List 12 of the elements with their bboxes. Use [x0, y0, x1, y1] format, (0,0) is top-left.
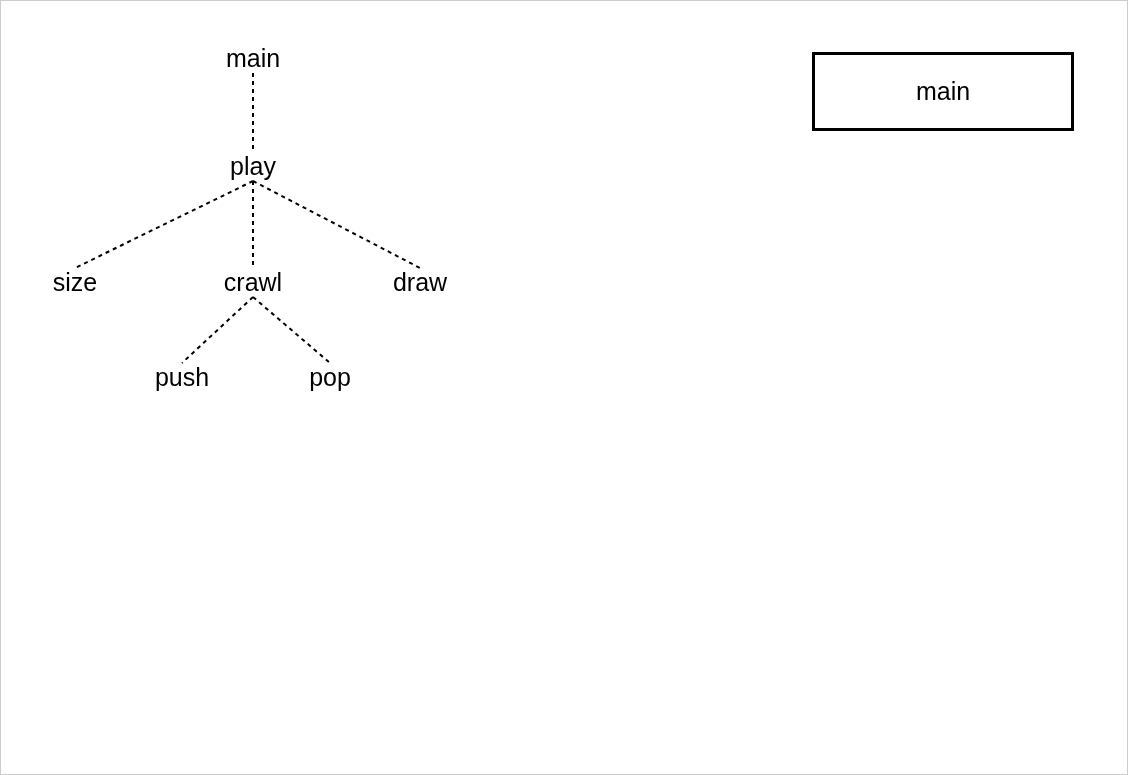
- tree-node-label: size: [50, 268, 100, 297]
- tree-node-label: main: [223, 44, 283, 73]
- label-box: main: [812, 52, 1074, 131]
- dashed-connector: [74, 180, 254, 269]
- dashed-connector: [181, 296, 254, 364]
- tree-node-label: draw: [390, 268, 450, 297]
- tree-node-label: play: [228, 152, 278, 181]
- tree-node-label: push: [152, 363, 212, 392]
- tree-node-label: crawl: [221, 268, 285, 297]
- dashed-connector: [252, 180, 421, 269]
- dashed-connector: [252, 296, 331, 364]
- tree-node-label: pop: [307, 363, 353, 392]
